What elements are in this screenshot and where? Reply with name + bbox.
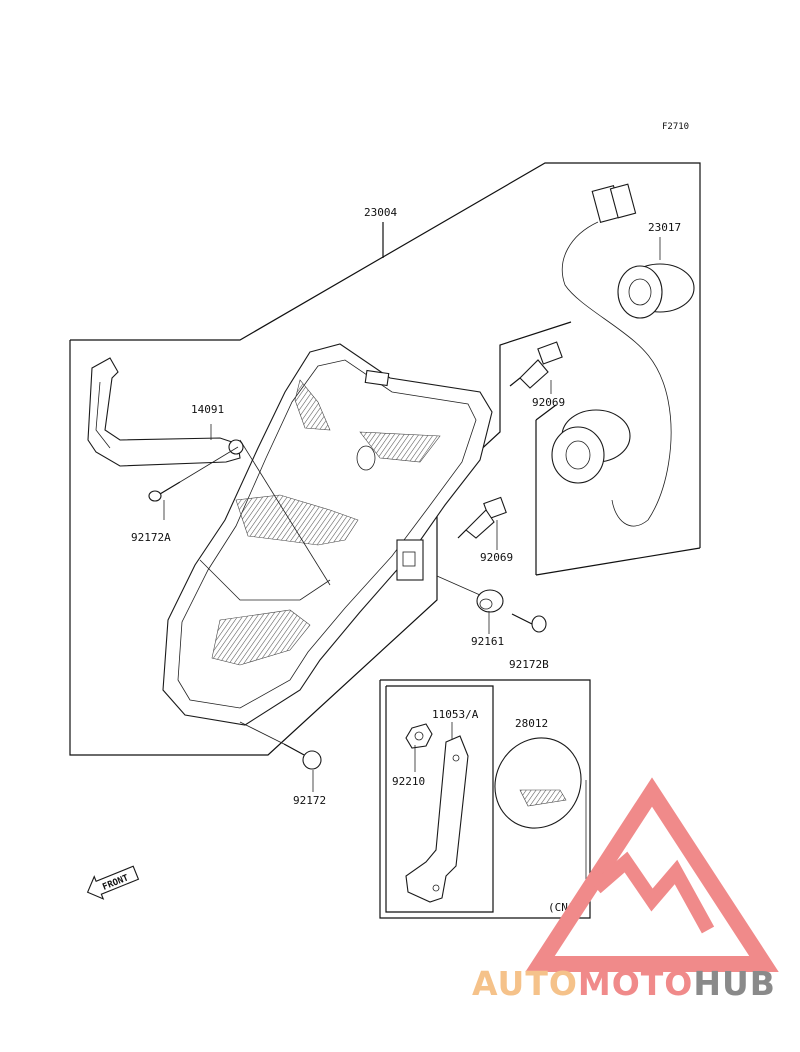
reflector-28012 <box>494 737 582 829</box>
label-92172A: 92172A <box>131 531 171 544</box>
bracket-11053A <box>405 735 469 903</box>
watermark-triangle <box>525 777 779 972</box>
label-28012: 28012 <box>515 717 548 730</box>
socket-harness-23017 <box>551 183 695 527</box>
watermark-hub: HUB <box>693 964 776 1003</box>
cn-parts-box <box>379 679 591 919</box>
label-92172: 92172 <box>293 794 326 807</box>
figure-code: F2710 <box>662 122 689 132</box>
label-92069-upper: 92069 <box>532 396 565 409</box>
label-92161: 92161 <box>471 635 504 648</box>
nut-92210 <box>405 723 433 749</box>
watermark-auto: AUTO <box>472 964 578 1003</box>
screw-92172 <box>239 721 322 770</box>
part-number-labels: 23004 23017 14091 92069 92172A 92069 921… <box>131 206 681 914</box>
label-23017: 23017 <box>648 221 681 234</box>
watermark-moto: MOTO <box>578 964 693 1003</box>
screw-92172A <box>148 446 239 502</box>
bulb-92069-upper <box>509 341 563 389</box>
label-92172B: 92172B <box>509 658 549 671</box>
label-92069-lower: 92069 <box>480 551 513 564</box>
label-92210: 92210 <box>392 775 425 788</box>
label-11053A: 11053/A <box>432 708 479 721</box>
front-arrow: FRONT <box>86 865 140 900</box>
headlight-housing <box>162 343 493 726</box>
watermark-logo: AUTOMOTOHUB <box>472 777 779 1003</box>
screw-92172B <box>436 575 547 633</box>
watermark-text: AUTOMOTOHUB <box>472 964 776 1003</box>
leader-lines <box>163 237 661 896</box>
label-14091: 14091 <box>191 403 224 416</box>
grommet-92161 <box>476 589 504 613</box>
label-23004: 23004 <box>364 206 397 219</box>
bulb-92069-lower <box>457 496 507 539</box>
bracket-14091 <box>87 357 244 467</box>
assembly-outline-23004 <box>69 162 701 756</box>
